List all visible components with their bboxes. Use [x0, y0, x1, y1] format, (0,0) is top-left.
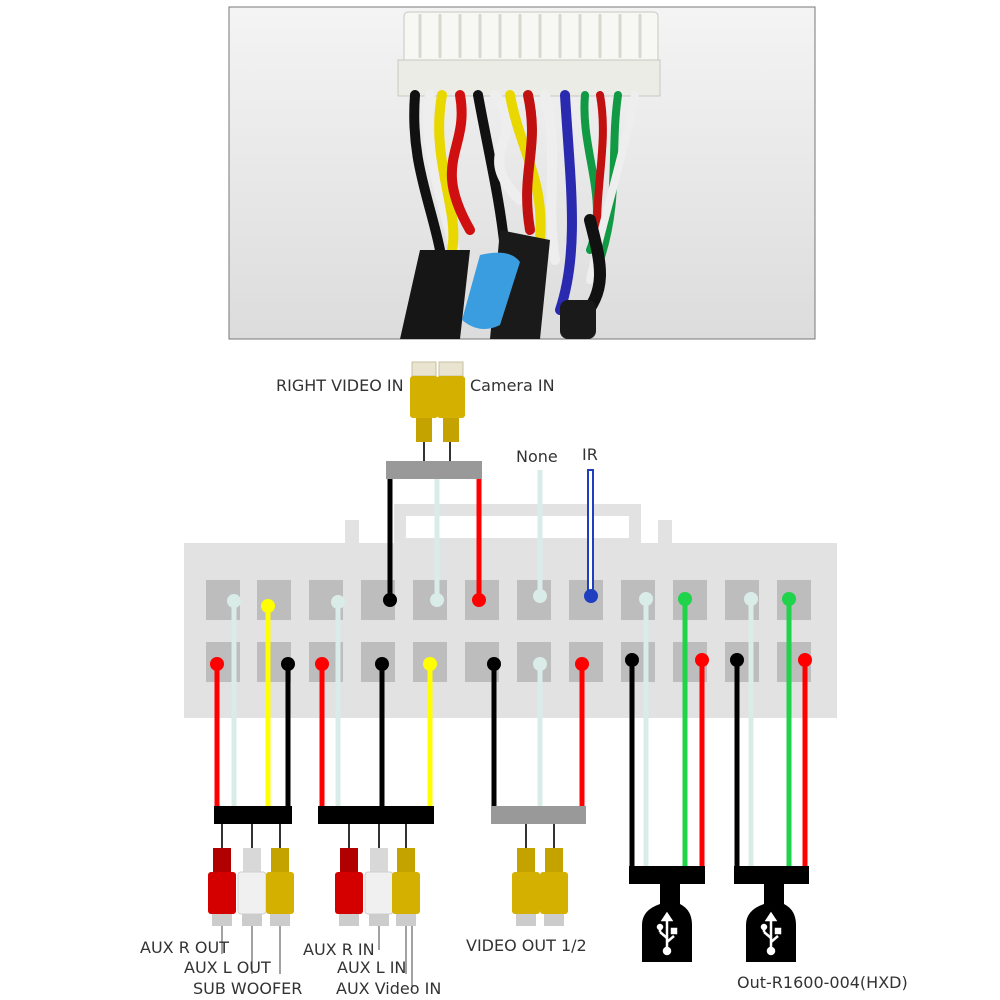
usb-plug-1	[642, 884, 692, 962]
upper-pin-dots	[383, 589, 598, 607]
label-aux-video-in: AUX Video IN	[336, 979, 441, 998]
video-out-splice-bar	[491, 806, 586, 824]
rca-plug-sub-woofer	[266, 848, 294, 926]
label-aux-l-out: AUX L OUT	[184, 958, 271, 977]
label-sub-woofer: SUB WOOFER	[193, 979, 302, 998]
label-camera-in: Camera IN	[470, 376, 555, 395]
rca-plug-aux-l-out	[237, 848, 267, 926]
rca-plug-right-video-in	[410, 361, 438, 442]
rca-plug-aux-video-in	[392, 848, 420, 926]
leader-lines	[221, 926, 413, 990]
rca-plug-video-out-1	[512, 848, 540, 926]
label-video-out: VIDEO OUT 1/2	[466, 936, 587, 955]
rca-plug-aux-r-in	[335, 848, 363, 926]
aux-in-splice-bar	[318, 806, 434, 824]
harness-photo	[228, 6, 816, 340]
plug-leads	[221, 442, 555, 848]
label-right-video-in: RIGHT VIDEO IN	[276, 376, 404, 395]
usb-plug-2	[746, 884, 796, 962]
label-ir: IR	[582, 445, 598, 464]
label-part-number: Out-R1600-004(HXD)	[737, 973, 908, 992]
label-aux-l-in: AUX L IN	[337, 958, 406, 977]
usb1-splice-bar	[629, 866, 705, 884]
lower-pin-dots	[210, 592, 812, 671]
usb-icon	[656, 911, 678, 956]
camera-splice-bar	[386, 461, 482, 479]
rca-plug-camera-in	[437, 361, 465, 442]
rca-plug-aux-r-out	[208, 848, 236, 926]
lower-wires	[214, 599, 808, 870]
label-none: None	[516, 447, 558, 466]
aux-out-splice-bar	[214, 806, 292, 824]
rca-plug-video-out-2	[540, 848, 568, 926]
rca-plug-aux-l-in	[364, 848, 394, 926]
label-aux-r-out: AUX R OUT	[140, 938, 229, 957]
usb2-splice-bar	[734, 866, 809, 884]
usb-icon	[760, 911, 782, 956]
label-aux-r-in: AUX R IN	[303, 940, 375, 959]
pin-row-top	[206, 580, 811, 620]
